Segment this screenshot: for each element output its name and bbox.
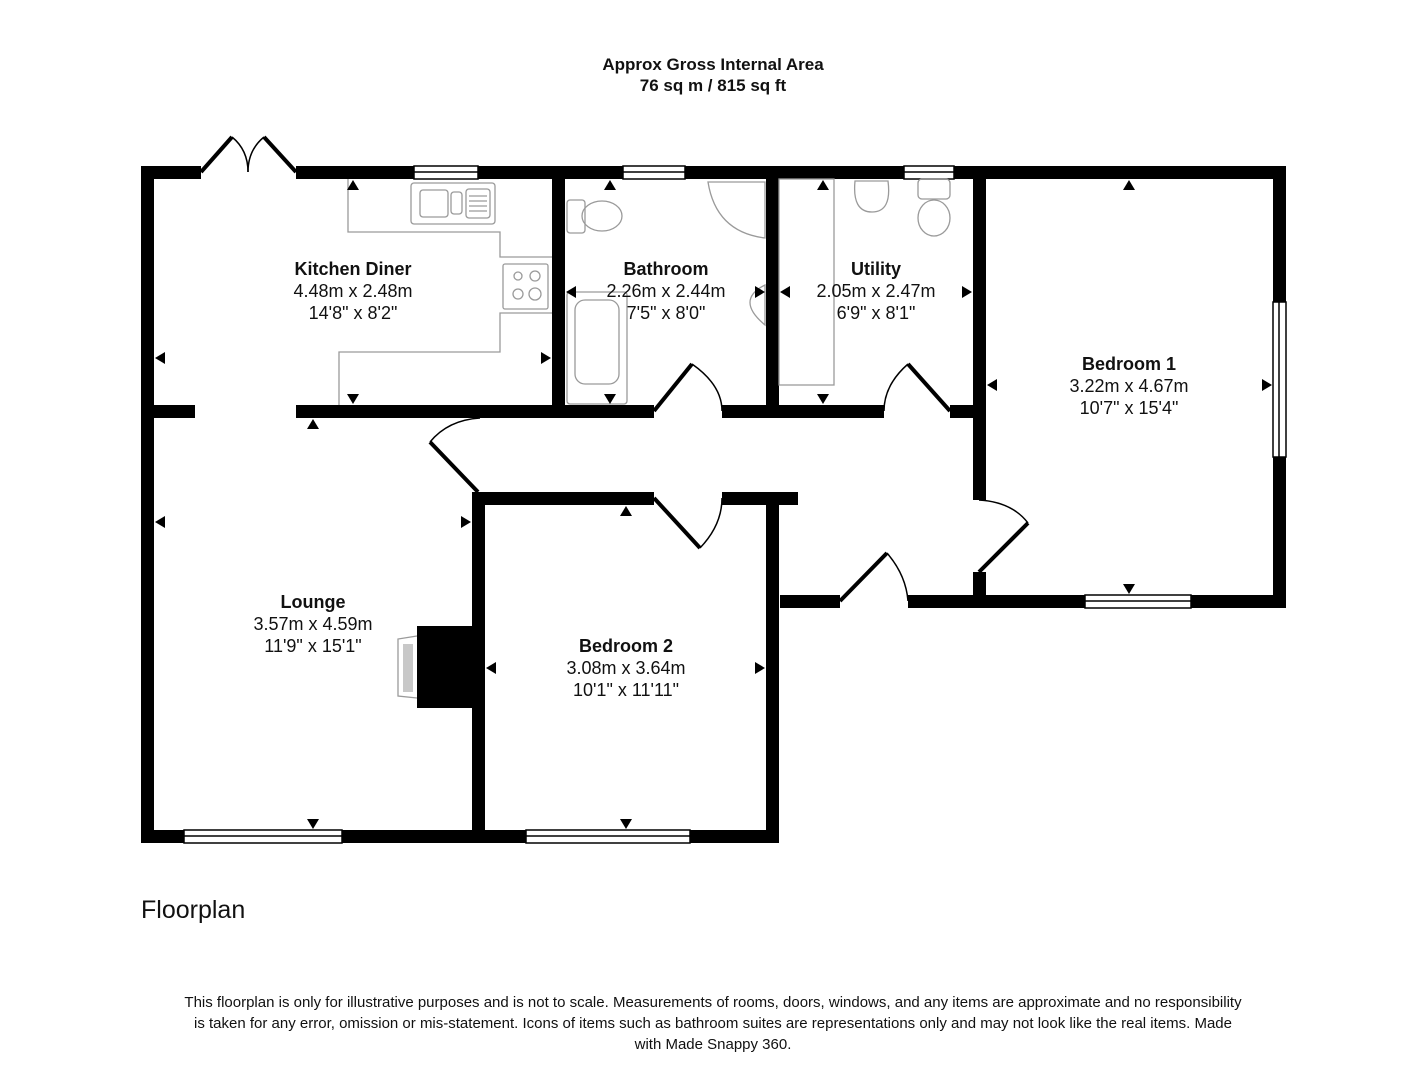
- room-name: Bedroom 2: [578, 636, 674, 656]
- room-kitchen-diner: Kitchen Diner 4.48m x 2.48m 14'8" x 8'2": [293, 258, 412, 324]
- area-value: 76 sq m / 815 sq ft: [639, 76, 787, 95]
- room-utility: Utility 2.05m x 2.47m 6'9" x 8'1": [816, 258, 935, 324]
- room-name: Bathroom: [623, 259, 709, 279]
- room-imperial-size: 10'1" x 11'11": [572, 680, 680, 700]
- doors: [199, 135, 1030, 603]
- room-bedroom-2: Bedroom 2 3.08m x 3.64m 10'1" x 11'11": [566, 635, 685, 701]
- room-metric-size: 3.57m x 4.59m: [253, 614, 373, 634]
- room-imperial-size: 7'5" x 8'0": [626, 303, 706, 323]
- disclaimer: This floorplan is only for illustrative …: [184, 994, 1242, 1053]
- room-imperial-size: 11'9" x 15'1": [264, 636, 362, 656]
- area-header: Approx Gross Internal Area 76 sq m / 815…: [0, 54, 1426, 96]
- room-bathroom: Bathroom 2.26m x 2.44m 7'5" x 8'0": [606, 258, 725, 324]
- area-title: Approx Gross Internal Area: [602, 55, 824, 74]
- room-imperial-size: 10'7" x 15'4": [1079, 398, 1179, 418]
- room-lounge: Lounge 3.57m x 4.59m 11'9" x 15'1": [253, 591, 372, 657]
- measurement-markers: [155, 180, 1272, 829]
- plan-title: Floorplan: [141, 896, 246, 924]
- room-imperial-size: 14'8" x 8'2": [308, 303, 398, 323]
- windows: [183, 165, 1287, 844]
- room-imperial-size: 6'9" x 8'1": [836, 303, 916, 323]
- room-name: Utility: [850, 259, 901, 279]
- room-metric-size: 3.08m x 3.64m: [566, 658, 686, 678]
- room-metric-size: 2.26m x 2.44m: [606, 281, 726, 301]
- room-bedroom-1: Bedroom 1 3.22m x 4.67m 10'7" x 15'4": [1069, 353, 1188, 419]
- room-name: Lounge: [280, 592, 346, 612]
- room-metric-size: 4.48m x 2.48m: [293, 281, 413, 301]
- room-name: Bedroom 1: [1081, 354, 1177, 374]
- room-name: Kitchen Diner: [294, 259, 412, 279]
- room-metric-size: 2.05m x 2.47m: [816, 281, 936, 301]
- room-metric-size: 3.22m x 4.67m: [1069, 376, 1189, 396]
- fixtures: [338, 178, 951, 699]
